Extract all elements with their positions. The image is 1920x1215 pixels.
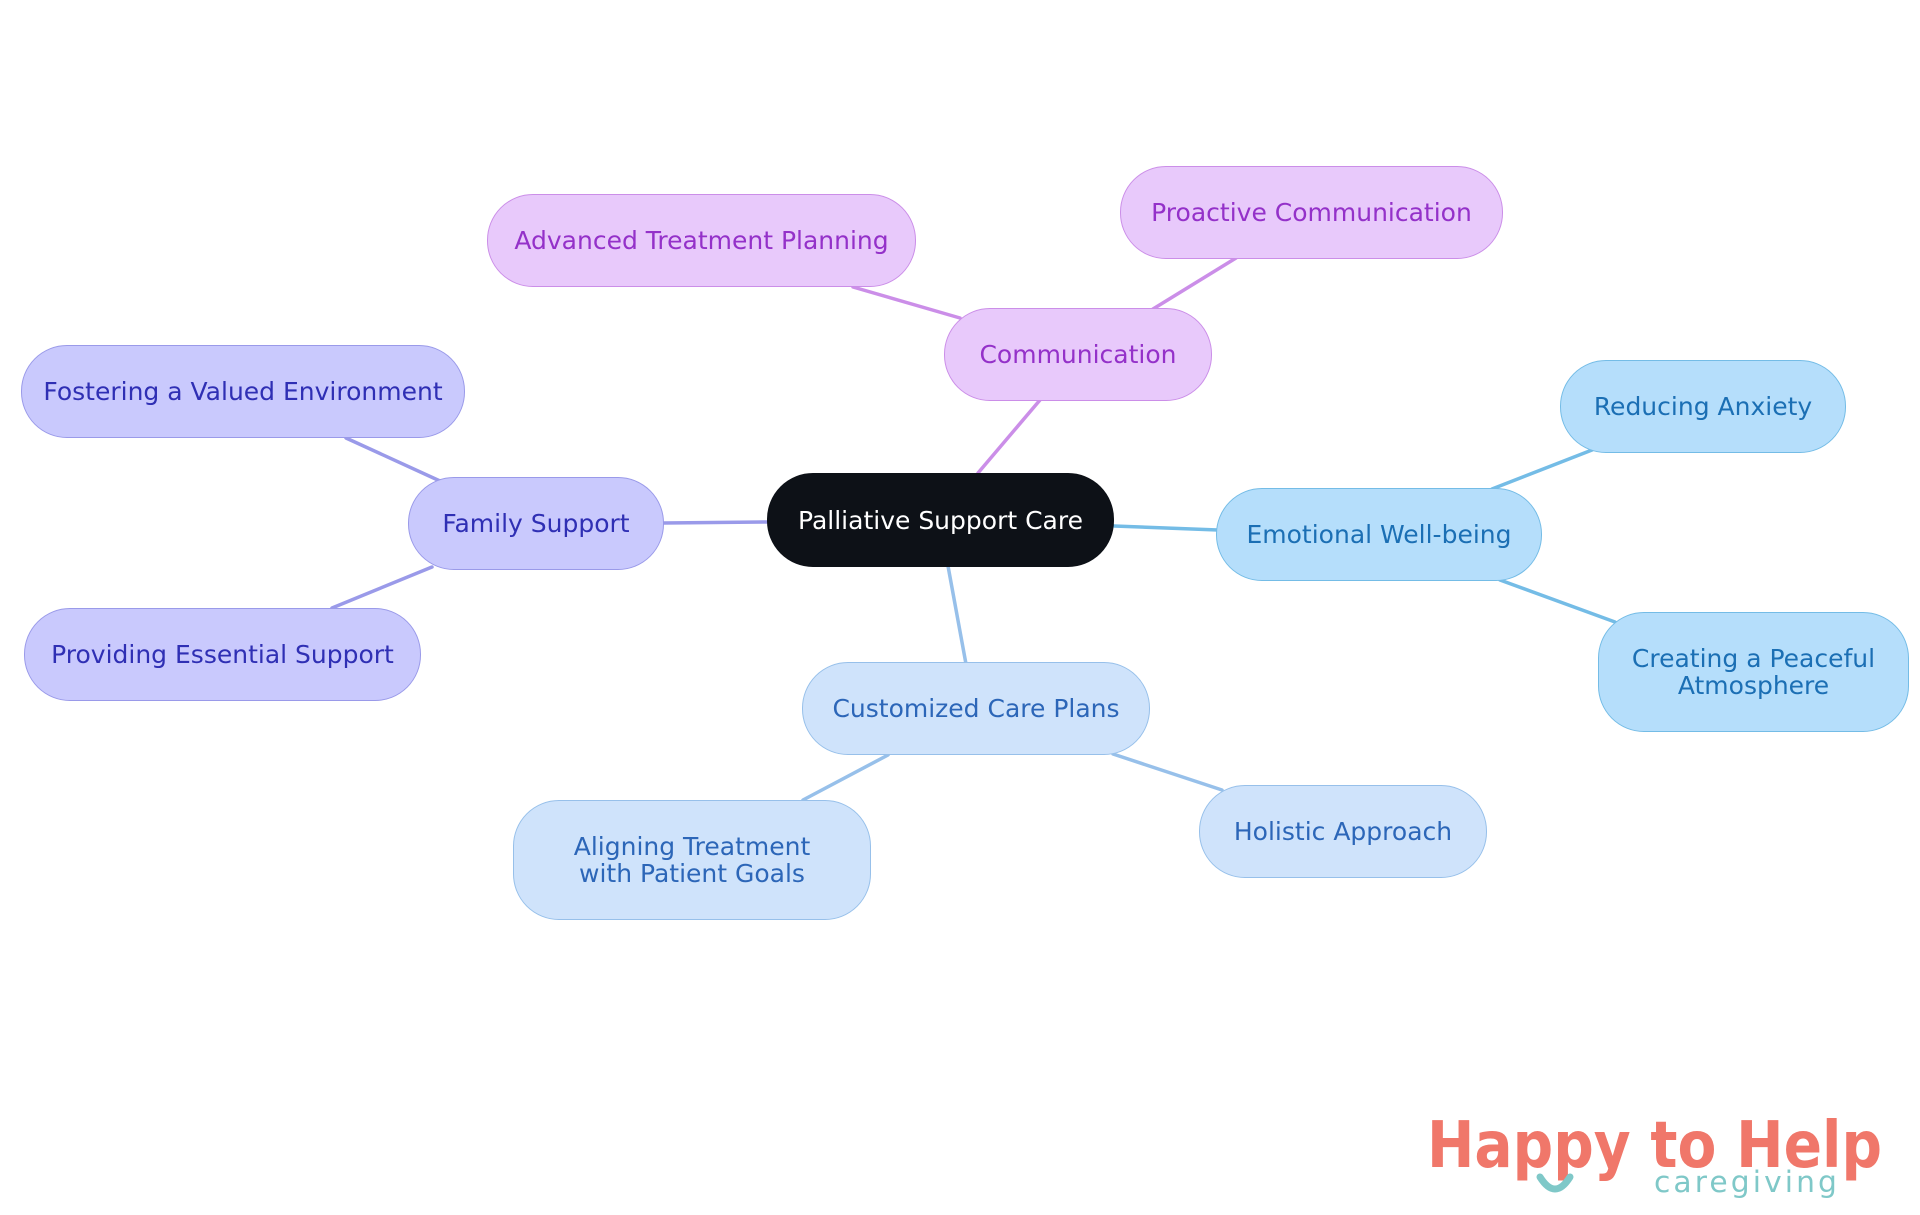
edge-customized-aligning [801, 753, 890, 802]
edge-root-communication [976, 398, 1042, 475]
edge-emotional-reducing-anxiety [1490, 448, 1594, 491]
smile-icon [1536, 1173, 1574, 1193]
edge-root-emotional [1112, 524, 1220, 532]
leaf-proactive-communication[interactable]: Proactive Communication [1120, 166, 1503, 259]
leaf-holistic-approach[interactable]: Holistic Approach [1199, 785, 1487, 878]
leaf-fostering-valued-environment[interactable]: Fostering a Valued Environment [21, 345, 465, 438]
root-node[interactable]: Palliative Support Care [767, 473, 1114, 567]
logo-subtitle: caregiving [1654, 1165, 1840, 1199]
branch-communication[interactable]: Communication [944, 308, 1212, 401]
leaf-reducing-anxiety[interactable]: Reducing Anxiety [1560, 360, 1846, 453]
edge-customized-holistic [1111, 752, 1224, 792]
branch-family-support[interactable]: Family Support [408, 477, 664, 570]
edge-family-fostering [344, 436, 442, 483]
leaf-providing-essential-support[interactable]: Providing Essential Support [24, 608, 421, 701]
edge-root-customized [946, 564, 968, 666]
edge-emotional-peaceful [1498, 578, 1617, 624]
edge-family-providing [330, 565, 434, 610]
branch-customized-care-plans[interactable]: Customized Care Plans [802, 662, 1150, 755]
edge-communication-advanced-planning [851, 285, 962, 320]
edge-root-family-support [662, 520, 770, 525]
leaf-advanced-treatment-planning[interactable]: Advanced Treatment Planning [487, 194, 916, 287]
branch-emotional-wellbeing[interactable]: Emotional Well-being [1216, 488, 1542, 581]
logo-title: Happy to Help [1427, 1109, 1882, 1183]
leaf-aligning-treatment-goals[interactable]: Aligning Treatment with Patient Goals [513, 800, 871, 920]
leaf-creating-peaceful-atmosphere[interactable]: Creating a Peaceful Atmosphere [1598, 612, 1909, 732]
edge-communication-proactive [1151, 256, 1238, 311]
happy-to-help-logo: Happy to Help caregiving [1427, 1109, 1882, 1199]
